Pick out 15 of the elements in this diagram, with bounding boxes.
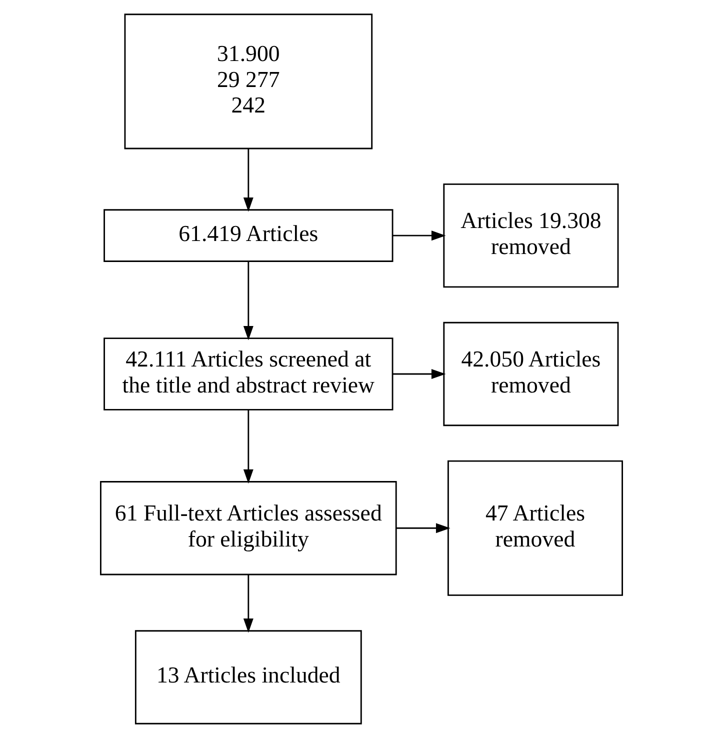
node-box: 61.419 Articles — [103, 209, 393, 262]
arrow — [242, 574, 253, 633]
node-box: Articles 19.308 removed — [442, 183, 618, 288]
node-box: 31.900 29 277 242 — [124, 14, 372, 150]
node-box: 42.111 Articles screened at the title and abstract review — [103, 338, 393, 410]
arrow — [242, 148, 253, 212]
arrow — [396, 523, 450, 534]
arrow — [242, 262, 253, 340]
arrow — [242, 410, 253, 484]
node-box: 61 Full-text Articles assessed for eligibility — [100, 481, 396, 576]
arrow — [392, 369, 446, 379]
node-box: 42.050 Articles removed — [442, 322, 618, 426]
node-box: 47 Articles removed — [446, 460, 622, 596]
node-box: 13 Articles included — [134, 630, 362, 724]
arrow — [392, 230, 446, 241]
